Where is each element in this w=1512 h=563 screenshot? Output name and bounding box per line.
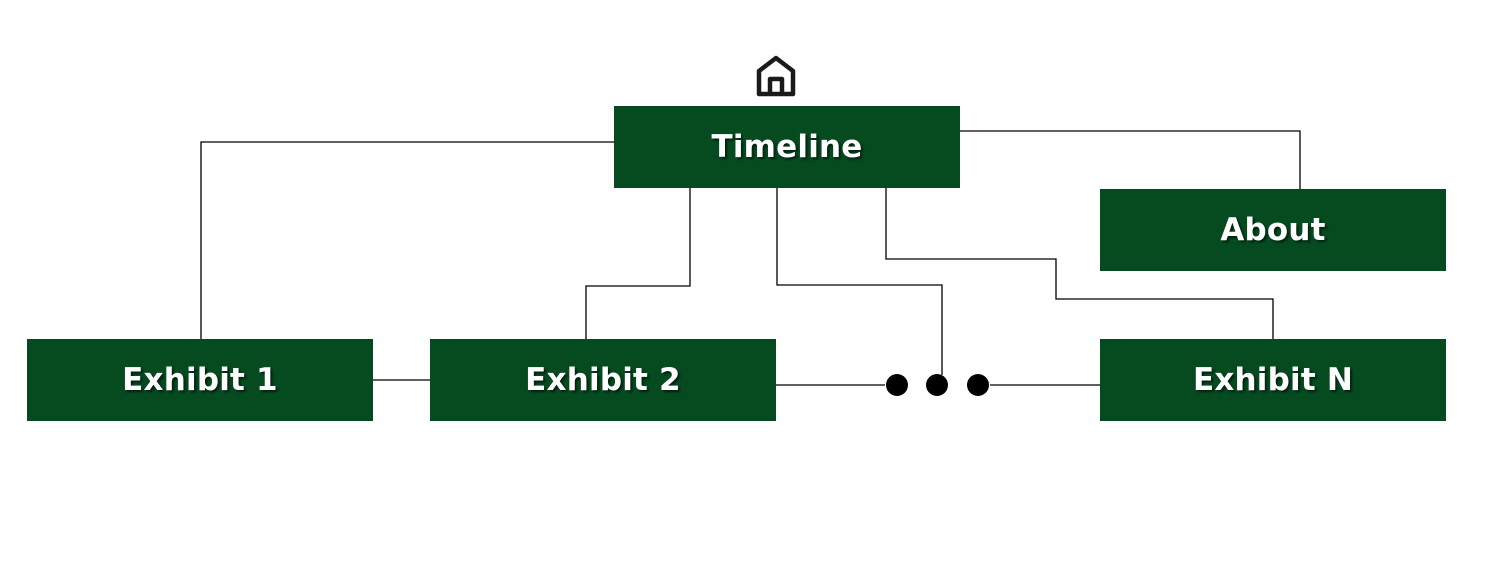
timeline-label: Timeline xyxy=(711,129,863,165)
exhibit-2-node[interactable]: Exhibit 2 xyxy=(430,339,776,421)
timeline-node[interactable]: Timeline xyxy=(614,106,960,188)
ellipsis-dot xyxy=(886,374,908,396)
connector-timeline-exhibit-n xyxy=(885,188,1274,339)
about-label: About xyxy=(1220,212,1326,248)
connector-timeline-about xyxy=(960,130,1301,189)
home-icon xyxy=(756,55,796,97)
ellipsis-dot xyxy=(967,374,989,396)
exhibit-1-node[interactable]: Exhibit 1 xyxy=(27,339,373,421)
exhibit-1-label: Exhibit 1 xyxy=(122,362,278,398)
ellipsis-dot xyxy=(926,374,948,396)
exhibit-n-node[interactable]: Exhibit N xyxy=(1100,339,1446,421)
connector-timeline-ellipsis xyxy=(776,188,943,375)
about-node[interactable]: About xyxy=(1100,189,1446,271)
connector-timeline-exhibit-2 xyxy=(585,188,691,339)
exhibit-n-label: Exhibit N xyxy=(1192,362,1354,398)
connector-timeline-exhibit-1 xyxy=(200,141,614,339)
exhibit-2-label: Exhibit 2 xyxy=(525,362,681,398)
ellipsis-dots xyxy=(886,374,989,396)
